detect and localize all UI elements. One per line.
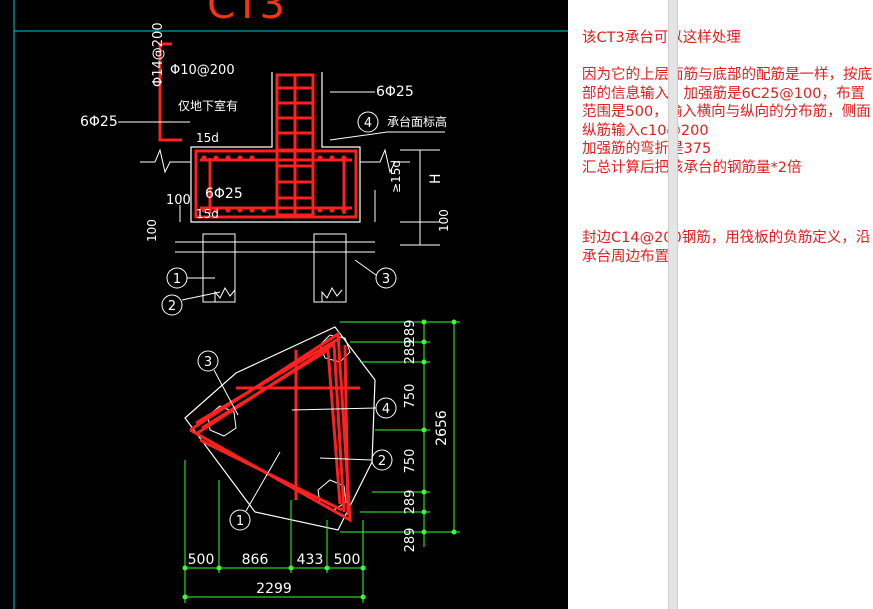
vertical-scrollbar[interactable] <box>668 0 678 609</box>
section-callout-2: 2 <box>168 299 176 314</box>
plan-callout-1: 1 <box>236 514 244 529</box>
plan-dim-bottom-1: 866 <box>242 552 269 568</box>
section-view: Φ14@200 Φ10@200 仅地下室有 6Φ25 6Φ25 6Φ25 承台面… <box>80 22 451 316</box>
ground-line-left <box>140 148 191 174</box>
plan-dim-bottom-ticks <box>182 565 366 600</box>
plan-dim-total-bottom: 2299 <box>256 581 292 597</box>
leader-cap-top-2 <box>329 131 388 141</box>
section-dim-lines <box>179 149 440 246</box>
pile-break-left <box>214 286 236 302</box>
dim-15d-a: 15d <box>196 131 219 145</box>
plan-dim-right-lines <box>340 321 460 547</box>
left-bar-label: 6Φ25 <box>80 114 118 130</box>
cap-top-note: 承台面标高 <box>387 114 447 129</box>
dim-H: H <box>428 173 444 184</box>
pile-break-right <box>321 286 343 302</box>
pile-right <box>313 233 347 303</box>
plan-dim-right-3: 750 <box>403 449 418 474</box>
side-bar-label: Φ14@200 <box>151 22 166 87</box>
plan-dim-bottom-lines <box>184 460 364 603</box>
ground-line-right <box>360 148 410 174</box>
dim-15d-b: 15d <box>196 207 219 221</box>
cap-rebar-outer <box>194 149 358 219</box>
section-callout-4: 4 <box>364 116 372 131</box>
plan-dim-right-5: 289 <box>403 528 418 553</box>
leader-plan-3 <box>213 369 239 416</box>
leader-plan-1 <box>245 451 281 512</box>
inner-bar-label: 6Φ25 <box>205 186 243 202</box>
plan-dim-bottom-0: 500 <box>188 552 215 568</box>
leader-callout-3 <box>354 259 377 276</box>
drawing-title: CT3 <box>207 0 285 28</box>
plan-dim-bottom-2: 433 <box>297 552 324 568</box>
top-bar-label: 6Φ25 <box>376 84 414 100</box>
note-title: 该CT3承台可以这样处理 <box>582 30 741 46</box>
plan-dim-right-2: 750 <box>403 384 418 409</box>
leader-plan-4 <box>291 407 377 411</box>
plan-callout-2: 2 <box>378 454 386 469</box>
plan-cap-outline <box>184 326 376 531</box>
pile-left <box>202 233 236 303</box>
plan-dim-total-right: 2656 <box>434 410 450 446</box>
cap-outline <box>190 72 361 223</box>
plan-view: 3 4 2 1 500 866 433 500 2299 <box>182 319 460 603</box>
leader-plan-2 <box>319 457 373 461</box>
note-body: 因为它的上层面筋与底部的配筋是一样，按底部的信息输入，加强筋是6C25@100，… <box>582 67 872 176</box>
stirrup-label: Φ10@200 <box>170 63 235 78</box>
dim-100-c: 100 <box>437 209 451 232</box>
plan-callout-3-circle <box>197 350 219 372</box>
rebar-dots <box>201 155 347 213</box>
plan-dim-right-ticks <box>421 319 457 535</box>
dim-100-a: 100 <box>166 193 191 208</box>
plan-pile-top <box>319 334 351 363</box>
plan-callout-3: 3 <box>204 355 212 370</box>
side-stirrup-rebar <box>158 42 182 142</box>
plan-dim-right-4: 289 <box>403 490 418 515</box>
plan-dim-right-1: 289 <box>403 340 418 365</box>
section-callout-2-circle <box>161 294 183 316</box>
note-edge-bar: 封边C14@200钢筋，用筏板的负筋定义，沿承台周边布置。 <box>582 230 871 265</box>
dim-ge15d: ≥15d <box>389 160 403 193</box>
notes-panel: 该CT3承台可以这样处理 因为它的上层面筋与底部的配筋是一样，按底部的信息输入，… <box>568 0 873 609</box>
section-callout-3-circle <box>375 267 397 289</box>
section-callout-4-circle <box>357 111 379 133</box>
plan-callout-1-circle <box>229 509 251 531</box>
plan-pile-left <box>207 405 237 437</box>
plan-dim-right-0: 289 <box>403 320 418 345</box>
plan-dim-bottom-3: 500 <box>334 552 361 568</box>
section-callout-1: 1 <box>173 272 181 287</box>
dim-100-b: 100 <box>145 219 159 242</box>
basement-note: 仅地下室有 <box>178 98 238 113</box>
plan-rebar-triangle <box>189 331 360 523</box>
drawing-area[interactable] <box>0 0 568 609</box>
section-callout-3: 3 <box>382 272 390 287</box>
leader-callout-2 <box>181 291 221 301</box>
plan-callout-4: 4 <box>382 402 390 417</box>
